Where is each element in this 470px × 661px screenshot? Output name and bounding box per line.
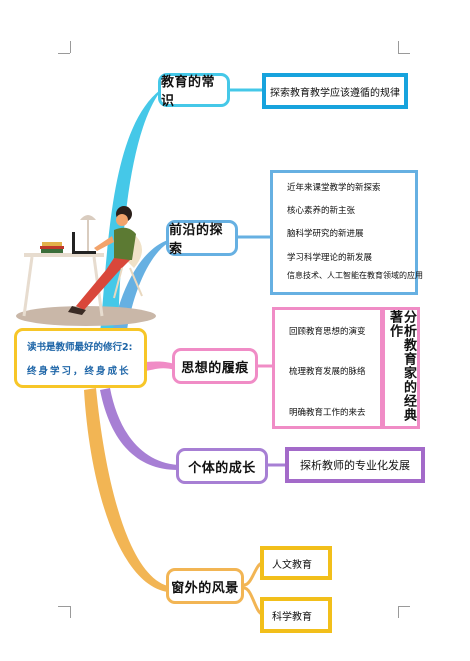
crop-mark-bottom-left-v [70, 606, 71, 618]
central-topic-line1: 读书是教师最好的修行2: [27, 342, 133, 353]
leaf-item[interactable]: 回顾教育思想的演变 [289, 327, 366, 337]
floor-shadow [16, 306, 156, 326]
central-topic: 读书是教师最好的修行2: 终身学习，终身成长 [14, 328, 147, 388]
leaf-item[interactable]: 核心素养的新主张 [287, 206, 356, 216]
branch-node-individual-growth[interactable]: 个体的成长 [176, 448, 268, 484]
leaf-label: 人文教育 [272, 559, 312, 571]
connector-5 [84, 388, 168, 592]
leaf-item[interactable]: 近年来课堂教学的新探索 [287, 183, 381, 193]
side-note-label: 分析教育家的经典著作 [387, 310, 416, 422]
laptop-icon [72, 232, 75, 254]
book-icon [41, 249, 63, 253]
lamp-shade [80, 215, 96, 220]
branch-label: 窗外的风景 [171, 580, 239, 596]
branch-node-frontier-exploration[interactable]: 前沿的探索 [166, 220, 238, 257]
torso [114, 227, 136, 260]
branch-node-scenery-outside[interactable]: 窗外的风景 [166, 568, 244, 604]
leaf-humanities-education[interactable]: 人文教育 [260, 546, 332, 580]
connector-4 [100, 388, 178, 470]
crop-mark-bottom-right-v [398, 606, 399, 618]
leaf-label: 探析教师的专业化发展 [300, 459, 410, 472]
leaf-list-frontier: 近年来课堂教学的新探索 核心素养的新主张 脑科学研究的新进展 学习科学理论的新发… [270, 170, 423, 295]
leaf-explore-laws[interactable]: 探索教育教学应该遵循的规律 [262, 73, 408, 109]
legs [76, 258, 130, 310]
connector-3 [140, 361, 175, 372]
chair-leg [113, 267, 123, 299]
crop-mark-bottom-right [398, 606, 410, 607]
leaf-item[interactable]: 梳理教育发展的脉络 [289, 367, 366, 377]
shoe [68, 306, 86, 315]
book-icon [42, 242, 62, 246]
branch-label: 教育的常识 [161, 75, 216, 109]
book-icon [40, 246, 64, 249]
desk-leg [22, 256, 34, 317]
crop-mark-top-right [398, 53, 410, 54]
arm [94, 236, 114, 251]
teacher-illustration [16, 206, 156, 326]
leaf-professional-development[interactable]: 探析教师的专业化发展 [285, 447, 425, 483]
crop-mark-top-left-v [70, 41, 71, 53]
branch-label: 个体的成长 [188, 460, 256, 476]
leaf-label: 探索教育教学应该遵循的规律 [270, 87, 400, 99]
branch-node-education-common-sense[interactable]: 教育的常识 [158, 73, 230, 109]
leaf-science-education[interactable]: 科学教育 [260, 597, 332, 633]
leaf-item[interactable]: 明确教育工作的来去 [289, 408, 366, 418]
branch-node-traces-of-thought[interactable]: 思想的履痕 [172, 348, 258, 384]
laptop-base [72, 251, 96, 254]
leaf-item[interactable]: 学习科学理论的新发展 [287, 253, 373, 263]
leaf-list-thought: 回顾教育思想的演变 梳理教育发展的脉络 明确教育工作的来去 [272, 307, 383, 429]
crop-mark-bottom-left [58, 606, 70, 607]
leaf-item[interactable]: 信息技术、人工智能在教育领域的应用 [287, 271, 423, 280]
leaf-item[interactable]: 脑科学研究的新进展 [287, 229, 364, 239]
desk-top [24, 253, 104, 257]
crop-mark-top-right-v [398, 41, 399, 53]
leaf-label: 科学教育 [272, 611, 312, 623]
branch-label: 思想的履痕 [181, 360, 249, 376]
branch-label: 前沿的探索 [169, 223, 224, 257]
head [116, 214, 128, 226]
central-topic-line2: 终身学习，终身成长 [27, 366, 131, 377]
chair-leg [129, 267, 143, 297]
crop-mark-top-left [58, 53, 70, 54]
side-note-classics[interactable]: 分析教育家的经典著作 [382, 307, 420, 429]
